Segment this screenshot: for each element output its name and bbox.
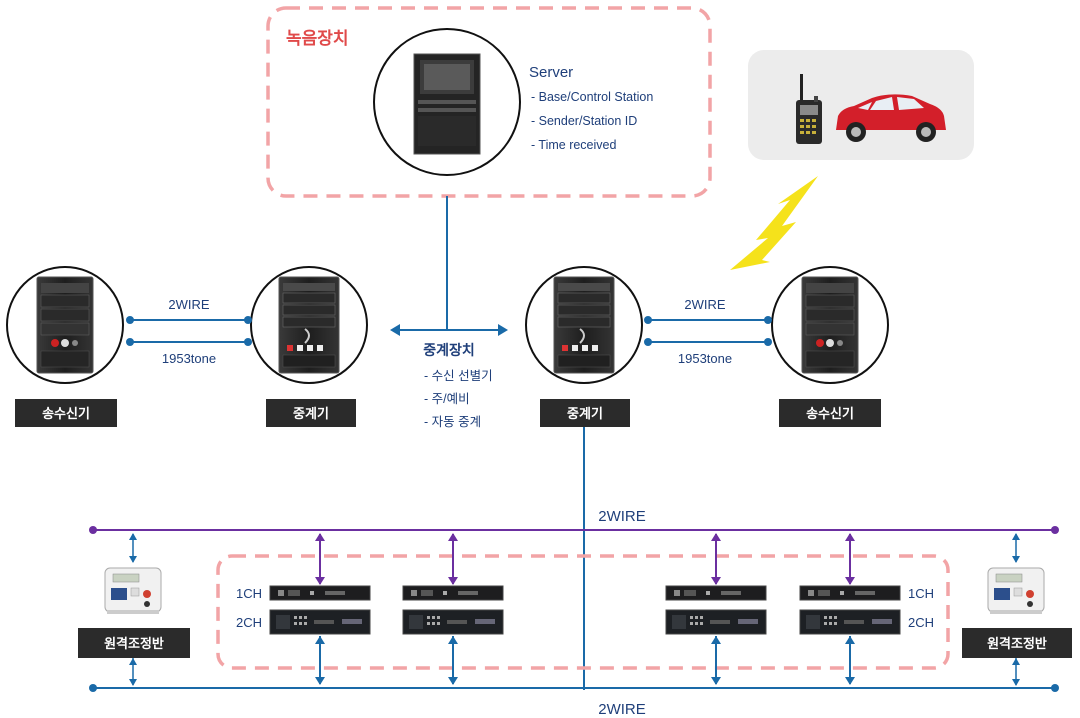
right-transceiver-icon — [771, 266, 889, 384]
left-transceiver-label-bg — [15, 399, 117, 427]
lightning-bolt-icon — [730, 176, 818, 270]
left-repeater-label-bg — [266, 399, 356, 427]
left-transceiver-label: 송수신기 — [42, 406, 90, 421]
red-car-icon — [836, 94, 946, 142]
right-link-top-label: 2WIRE — [684, 297, 726, 312]
right-transceiver-label: 송수신기 — [806, 406, 854, 421]
right-transceiver-label-bg — [779, 399, 881, 427]
left-link-top-label: 2WIRE — [168, 297, 210, 312]
recording-device-frame — [266, 6, 712, 198]
right-remote-label-bg — [962, 628, 1072, 658]
relay-item-2: - 주/예비 — [424, 392, 470, 406]
right-ch2-label: 2CH — [908, 615, 934, 630]
right-repeater-label-bg — [540, 399, 630, 427]
walkie-talkie-icon — [796, 74, 822, 144]
left-ch2-label: 2CH — [236, 615, 262, 630]
top-bus-label: 2WIRE — [598, 508, 646, 525]
left-remote-panel — [104, 533, 162, 686]
relay-item-3: - 자동 중계 — [424, 415, 481, 429]
relay-title: 중계장치 — [423, 342, 475, 358]
left-remote-label: 원격조정반 — [104, 636, 164, 651]
channel-unit-4 — [799, 533, 901, 685]
server-icon — [373, 28, 521, 176]
left-repeater-icon — [250, 266, 368, 384]
channel-units-frame — [216, 554, 950, 670]
left-ch1-label: 1CH — [236, 586, 262, 601]
server-title: Server — [529, 64, 573, 81]
bottom-bus-label: 2WIRE — [598, 701, 646, 718]
server-item-2: - Sender/Station ID — [531, 114, 637, 128]
relay-item-1: - 수신 선별기 — [424, 369, 493, 383]
recording-device-title: 녹음장치 — [286, 29, 349, 48]
left-remote-label-bg — [78, 628, 190, 658]
server-item-3: - Time received — [531, 138, 616, 152]
channel-unit-2 — [402, 533, 504, 685]
left-repeater-label: 중계기 — [293, 406, 329, 421]
arrow-right-icon — [498, 324, 508, 336]
right-repeater-label: 중계기 — [567, 406, 603, 421]
left-link-bottom-label: 1953tone — [162, 351, 216, 366]
server-item-1: - Base/Control Station — [531, 90, 653, 104]
right-ch1-label: 1CH — [908, 586, 934, 601]
arrow-left-icon — [390, 324, 400, 336]
channel-unit-1 — [269, 533, 371, 685]
right-repeater-icon — [525, 266, 643, 384]
channel-unit-3 — [665, 533, 767, 685]
right-remote-panel — [987, 533, 1045, 686]
right-remote-label: 원격조정반 — [987, 636, 1047, 651]
right-link-bottom-label: 1953tone — [678, 351, 732, 366]
left-transceiver-icon — [6, 266, 124, 384]
